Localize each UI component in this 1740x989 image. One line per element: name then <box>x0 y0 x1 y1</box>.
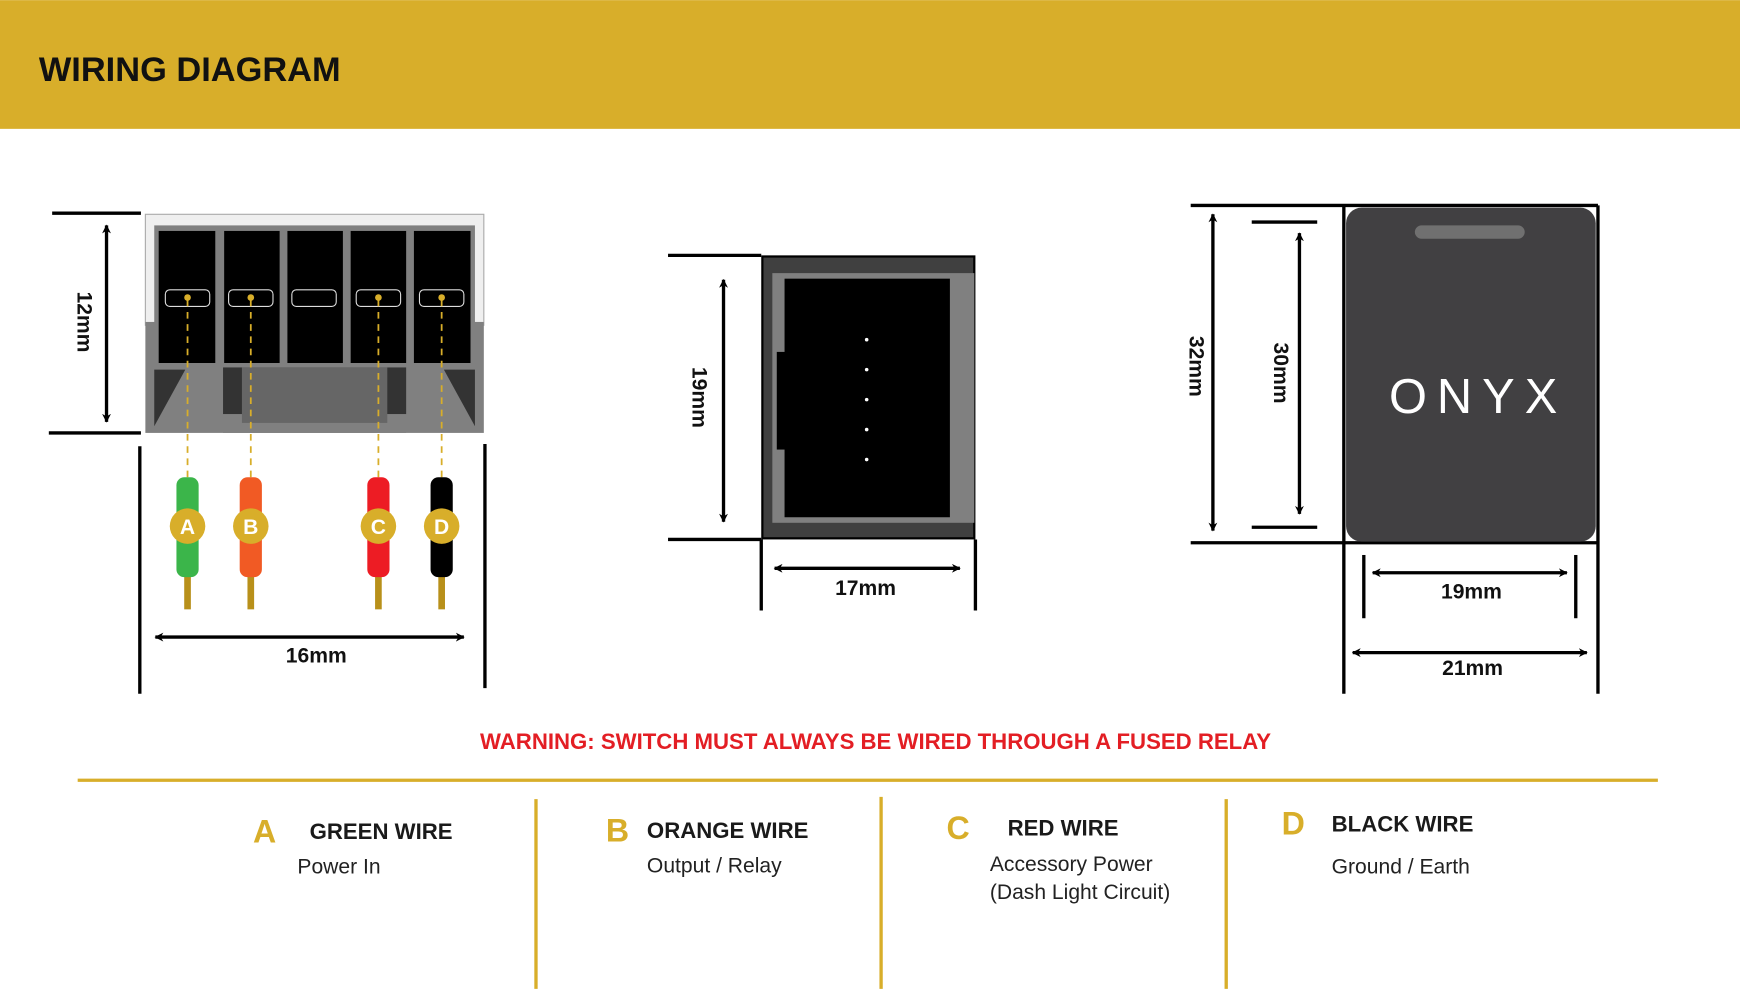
inner-height-label: 30mm <box>1269 343 1292 404</box>
header-bar: WIRING DIAGRAM <box>0 0 1740 129</box>
wire-legend: A GREEN WIRE Power In B ORANGE WIRE Outp… <box>253 806 1473 904</box>
legend-description: Accessory Power <box>990 853 1153 876</box>
brand-logo: ONYX <box>1389 370 1567 424</box>
legend-description: Ground / Earth <box>1332 855 1470 878</box>
wire-letter: C <box>371 516 386 539</box>
wire-badge <box>169 508 206 544</box>
wire-pin <box>184 574 191 610</box>
latch-left <box>154 369 186 427</box>
wire-pin <box>247 574 255 610</box>
contact-dot <box>864 457 869 462</box>
wire-badge <box>360 508 397 544</box>
wire-letter: B <box>243 516 258 539</box>
contact-dot <box>864 337 869 342</box>
socket-key-notch <box>776 351 788 450</box>
contact-dot <box>864 367 869 372</box>
wire-pin <box>375 574 382 610</box>
pin-dot <box>438 294 445 301</box>
legend-description: Output / Relay <box>647 854 782 877</box>
legend-title: GREEN WIRE <box>310 819 453 844</box>
socket-diagram: 19mm 17mm <box>668 253 978 611</box>
pin-dot <box>375 294 382 301</box>
warning-text: WARNING: SWITCH MUST ALWAYS BE WIRED THR… <box>480 729 1271 754</box>
contact-dot <box>864 397 869 402</box>
switch-indicator-slot <box>1414 225 1525 239</box>
wire-badge <box>233 508 269 544</box>
legend-letter: C <box>947 810 970 846</box>
pin-dot <box>247 294 255 301</box>
legend-title: RED WIRE <box>1008 816 1119 841</box>
wire-pin <box>438 574 445 610</box>
outer-height-label: 32mm <box>1185 336 1208 397</box>
connector-slots <box>158 230 471 364</box>
connector-width-label: 16mm <box>286 645 347 668</box>
pin-window <box>291 289 337 307</box>
legend-description: (Dash Light Circuit) <box>990 881 1170 904</box>
wire-d: D <box>423 294 460 610</box>
legend-description: Power In <box>297 855 380 878</box>
switch-device-diagram: ONYX 32mm 30mm 19mm 21mm <box>1185 203 1600 694</box>
wire-a: A <box>169 294 206 610</box>
legend-title: ORANGE WIRE <box>647 818 808 843</box>
connector-height-label: 12mm <box>73 291 96 352</box>
legend-letter: B <box>606 812 629 848</box>
switch-face <box>1346 207 1596 542</box>
connector-lower-inner <box>241 367 388 423</box>
legend-item-a: A GREEN WIRE Power In <box>253 813 453 878</box>
contact-dot <box>864 427 869 432</box>
wire-letter: A <box>180 516 195 539</box>
legend-letter: D <box>1282 806 1305 842</box>
legend-item-d: D BLACK WIRE Ground / Earth <box>1282 806 1474 879</box>
page-title: WIRING DIAGRAM <box>39 51 341 89</box>
pin-dot <box>184 294 191 301</box>
wire-c: C <box>360 294 397 610</box>
socket-height-label: 19mm <box>687 367 710 428</box>
legend-item-b: B ORANGE WIRE Output / Relay <box>606 812 809 877</box>
inner-width-label: 19mm <box>1441 580 1502 603</box>
wire-badge <box>423 508 460 544</box>
legend-title: BLACK WIRE <box>1332 811 1474 836</box>
legend-letter: A <box>253 813 276 849</box>
socket-width-label: 17mm <box>835 577 896 600</box>
latch-right <box>443 369 475 427</box>
header-background <box>0 0 1740 129</box>
wire-letter: D <box>434 516 449 539</box>
outer-width-label: 21mm <box>1442 657 1503 680</box>
connector-diagram: 12mm 16mm A B C D <box>48 211 487 694</box>
socket-contacts <box>864 337 869 462</box>
wire-b: B <box>233 294 269 610</box>
legend-item-c: C RED WIRE Accessory Power (Dash Light C… <box>947 810 1171 904</box>
wires: A B C D <box>169 294 460 610</box>
slot <box>287 230 343 364</box>
